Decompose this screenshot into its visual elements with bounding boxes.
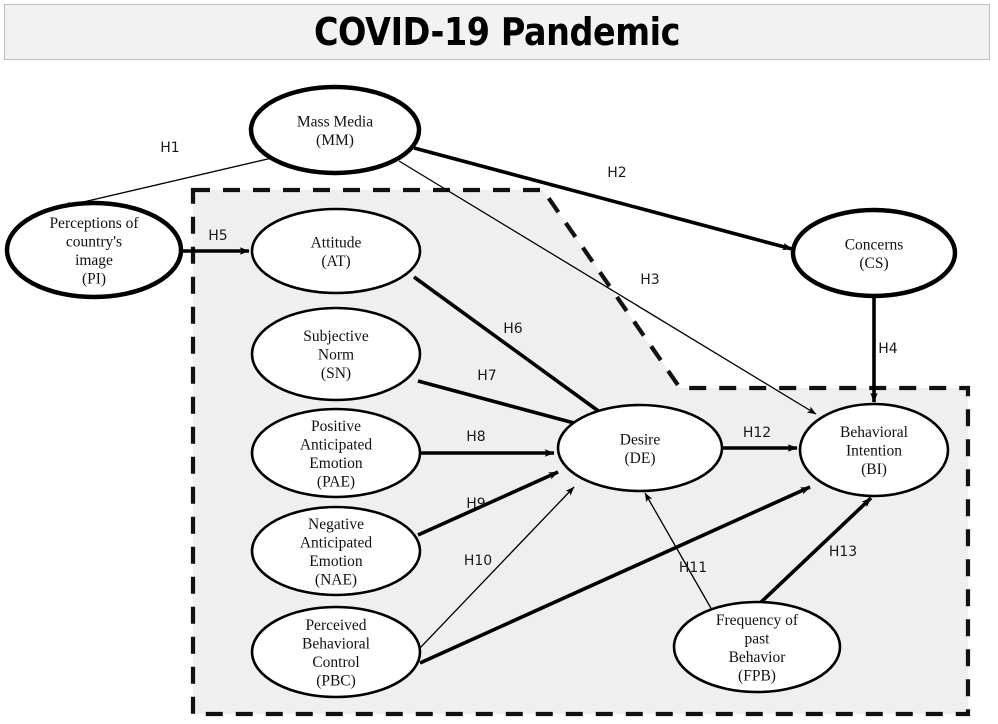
edge-label-h13: H13 [829, 544, 857, 560]
edge-label-h11: H11 [679, 560, 707, 576]
node-label-line: country's [66, 233, 122, 250]
edge-layer [61, 146, 878, 665]
edge-label-h10: H10 [464, 553, 492, 569]
node-ellipse [250, 505, 422, 597]
node-label-line: (PI) [82, 270, 106, 287]
node-ellipse [798, 402, 950, 498]
edge-h2 [413, 146, 793, 251]
node-label-line: Anticipated [300, 534, 373, 551]
node-ellipse [250, 605, 422, 699]
node-de[interactable]: Desire (DE) [556, 403, 724, 493]
edge-pbc-bi [419, 485, 811, 665]
edge-h13 [756, 496, 873, 607]
node-label-line: past [745, 630, 771, 647]
edge-h10 [419, 486, 575, 649]
edge-h1 [61, 157, 273, 209]
node-label-line: Control [312, 654, 359, 671]
node-label-line: Subjective [303, 328, 369, 345]
node-label-line: Behavioral [302, 635, 370, 652]
edge-label-h2: H2 [607, 165, 626, 181]
node-label-line: Concerns [845, 236, 904, 253]
edge-h11 [644, 492, 713, 611]
node-ellipse [672, 600, 842, 694]
node-ellipse [248, 84, 422, 176]
node-label-line: Frequency of [716, 612, 799, 629]
node-label-line: Negative [308, 516, 364, 533]
page-title: COVID-19 Pandemic [313, 10, 681, 54]
node-at[interactable]: Attitude (AT) [250, 207, 422, 295]
node-label-line: Intention [846, 443, 902, 460]
node-cs[interactable]: Concerns (CS) [790, 207, 958, 299]
node-ellipse [556, 403, 724, 493]
edge-label-h9: H9 [466, 496, 485, 512]
node-label-line: (BI) [861, 461, 887, 478]
node-label-line: Attitude [311, 234, 362, 251]
node-label-line: (CS) [859, 255, 888, 272]
node-ellipse [250, 407, 422, 499]
edge-label-h4: H4 [878, 341, 898, 357]
node-label-line: Behavior [729, 649, 787, 666]
node-ellipse [250, 207, 422, 295]
node-ellipse [250, 306, 422, 402]
edge-label-h8: H8 [466, 429, 485, 445]
node-label-line: (PBC) [316, 672, 356, 689]
page-title-banner: COVID-19 Pandemic [4, 4, 990, 60]
node-ellipse [790, 207, 958, 299]
node-ellipse [4, 200, 184, 300]
edge-h7 [417, 379, 590, 429]
node-label-line: Positive [311, 418, 361, 435]
node-label-line: Norm [318, 347, 354, 364]
node-label-line: (DE) [625, 450, 656, 467]
node-label-line: image [75, 252, 113, 269]
node-label-line: (AT) [321, 253, 350, 270]
node-label-line: Emotion [309, 553, 363, 570]
node-label-line: (FPB) [738, 667, 776, 684]
node-label-line: (PAE) [317, 473, 355, 490]
node-label-line: Desire [620, 431, 661, 448]
node-label-line: Perceived [305, 617, 366, 634]
node-label-line: Behavioral [840, 424, 908, 441]
edge-label-h7: H7 [477, 368, 496, 384]
edge-label-h6: H6 [503, 321, 523, 337]
node-label-line: Anticipated [300, 436, 373, 453]
edge-label-h12: H12 [743, 425, 771, 441]
edge-h6 [412, 275, 610, 420]
edge-label-h1: H1 [160, 140, 179, 156]
node-label-line: (MM) [316, 132, 354, 149]
edge-label-h5: H5 [208, 228, 227, 244]
node-label-line: Mass Media [297, 113, 373, 130]
node-mm[interactable]: Mass Media (MM) [248, 84, 422, 176]
node-label-line: (NAE) [315, 571, 357, 588]
node-label-line: Perceptions of [49, 215, 139, 232]
edge-h3 [398, 160, 817, 415]
edge-label-h3: H3 [640, 272, 659, 288]
node-label-line: (SN) [321, 365, 351, 382]
edge-h9 [417, 470, 559, 537]
node-label-line: Emotion [309, 455, 363, 472]
